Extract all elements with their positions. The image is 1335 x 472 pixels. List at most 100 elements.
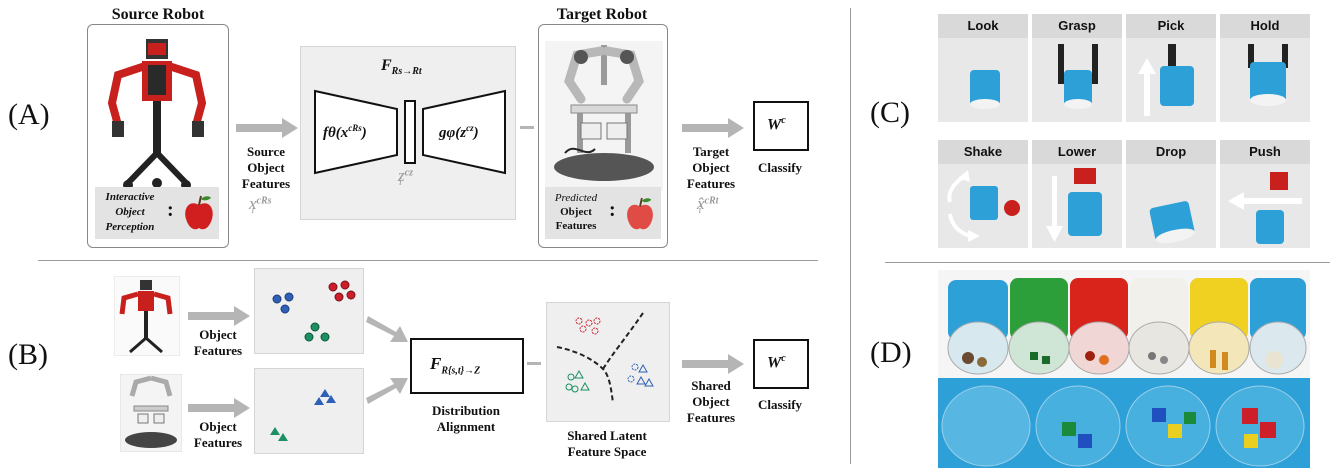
pick-up-arrow-icon <box>1138 44 1194 116</box>
classifier-sup-b: c <box>781 353 786 364</box>
gripper-icon <box>1058 44 1098 109</box>
source-object-features: Source Object Features <box>230 144 302 192</box>
encoder-decoder-shape <box>314 89 506 175</box>
shared-line-1: Shared <box>691 378 731 393</box>
source-symbol: x <box>249 194 257 213</box>
horizontal-divider-right <box>885 262 1330 263</box>
target-features-line-2: Object <box>692 160 730 175</box>
panel-label-c: (C) <box>870 96 910 129</box>
target-cluster-points <box>270 389 336 441</box>
target-feature-scatter <box>254 368 364 454</box>
source-symbol-sup: cRs <box>256 195 272 207</box>
target-symbol: x̂ <box>697 194 705 213</box>
dropped-container-icon <box>1149 201 1195 244</box>
predicted-apple-icon <box>627 197 653 230</box>
classifier-sup-a: c <box>781 115 786 126</box>
latent-z: z <box>398 166 405 185</box>
arrow-shared-to-classifier <box>682 354 744 374</box>
panel-label-b: (B) <box>8 338 48 371</box>
target-features-line-1: Target <box>692 144 730 159</box>
arrows-into-alignment <box>366 316 408 404</box>
source-features-line-1: Source <box>246 144 286 159</box>
b-bottom-line-1: Object <box>199 419 237 434</box>
alignment-box: FR{s,t}→Z <box>410 338 524 394</box>
classifier-w-b: W <box>767 354 782 372</box>
source-features-line-2: Object <box>247 160 285 175</box>
classifier-box-b: Wc <box>753 339 809 389</box>
target-feature-symbol: x̂cRti <box>697 194 718 216</box>
encoder-label: fθ(xcRs) <box>323 123 367 142</box>
behavior-tile-hold: Hold <box>1220 14 1310 122</box>
behavior-label-lower: Lower <box>1032 140 1122 164</box>
classify-label-b: Classify <box>757 397 803 412</box>
behavior-tile-lower: Lower <box>1032 140 1122 248</box>
target-robot-title: Target Robot <box>556 6 648 23</box>
target-symbol-sub: i <box>698 204 702 216</box>
classifier-box-a: Wc <box>753 101 809 151</box>
behavior-label-push: Push <box>1220 140 1310 164</box>
behavior-label-look: Look <box>938 14 1028 38</box>
encoder-tail: ) <box>361 125 367 141</box>
source-robot-thumb <box>114 276 180 356</box>
colon: : <box>167 199 174 221</box>
object-features-b-bottom: Object Features <box>186 419 250 451</box>
behavior-tile-look: Look <box>938 14 1028 122</box>
behavior-tile-grasp: Grasp <box>1032 14 1122 122</box>
classifier-label-b: Wc <box>767 353 786 372</box>
apple-icon <box>185 195 213 230</box>
latent-symbol: zczi <box>398 166 413 188</box>
source-features-line-3: Features <box>241 176 291 191</box>
distribution-line: Distribution <box>432 403 500 418</box>
decoder-sup: cz <box>466 123 474 133</box>
arrow-source-to-mapping <box>236 118 298 138</box>
object-features-b-top: Object Features <box>186 327 250 359</box>
objects-photo <box>938 270 1310 468</box>
shared-line-2: Object <box>692 394 730 409</box>
push-arrow-icon <box>1228 172 1302 244</box>
classifier-w-a: W <box>767 116 782 134</box>
label-line-3: Perception <box>105 221 155 233</box>
panel-label-d: (D) <box>870 336 912 369</box>
behavior-tile-shake: Shake <box>938 140 1028 248</box>
behavior-tile-drop: Drop <box>1126 140 1216 248</box>
behavior-label-hold: Hold <box>1220 14 1310 38</box>
behavior-label-grasp: Grasp <box>1032 14 1122 38</box>
decoder-label: gφ(zcz) <box>439 123 479 142</box>
connector-dash-a <box>520 126 534 129</box>
arrow-b-top <box>188 306 250 326</box>
arrow-target-to-classifier <box>682 118 744 138</box>
mapping-title-sub: Rs→Rt <box>391 66 422 78</box>
source-feature-scatter <box>254 268 364 354</box>
b-top-line-2: Features <box>193 343 243 358</box>
shared-latent-space <box>546 302 670 422</box>
mapping-box: FRs→Rt fθ(xcRs) gφ(zcz) <box>300 46 516 220</box>
shared-object-features: Shared Object Features <box>675 378 747 426</box>
behavior-label-shake: Shake <box>938 140 1028 164</box>
shared-latent-plot <box>556 312 654 404</box>
object-label: Object <box>560 206 592 218</box>
predicted-label: Predicted <box>554 192 598 204</box>
target-features-line-3: Features <box>686 176 736 191</box>
behavior-label-pick: Pick <box>1126 14 1216 38</box>
source-robot-card: Interactive Object Perception : <box>87 24 229 248</box>
b-top-line-1: Object <box>199 327 237 342</box>
shared-latent-line: Shared Latent <box>567 428 647 443</box>
panel-label-a: (A) <box>8 98 50 131</box>
decoder-tail: ) <box>473 125 479 141</box>
interactive-perception-box: Interactive Object Perception : <box>95 187 219 239</box>
label-line-2: Object <box>115 206 145 218</box>
shared-line-3: Features <box>686 410 736 425</box>
alignment-label: FR{s,t}→Z <box>430 354 480 376</box>
colon-predicted: : <box>609 199 616 221</box>
target-robot-image <box>545 41 663 191</box>
source-robot-image <box>107 39 207 190</box>
arrow-b-bottom <box>188 398 250 418</box>
classify-label-a: Classify <box>757 160 803 175</box>
interactive-perception-label: Interactive Object Perception <box>99 190 161 235</box>
latent-sub: i <box>398 176 402 188</box>
behavior-tile-push: Push <box>1220 140 1310 248</box>
behavior-tile-pick: Pick <box>1126 14 1216 122</box>
latent-sup: cz <box>404 167 413 179</box>
target-object-features: Target Object Features <box>675 144 747 192</box>
source-feature-symbol: xcRsi <box>249 194 272 216</box>
